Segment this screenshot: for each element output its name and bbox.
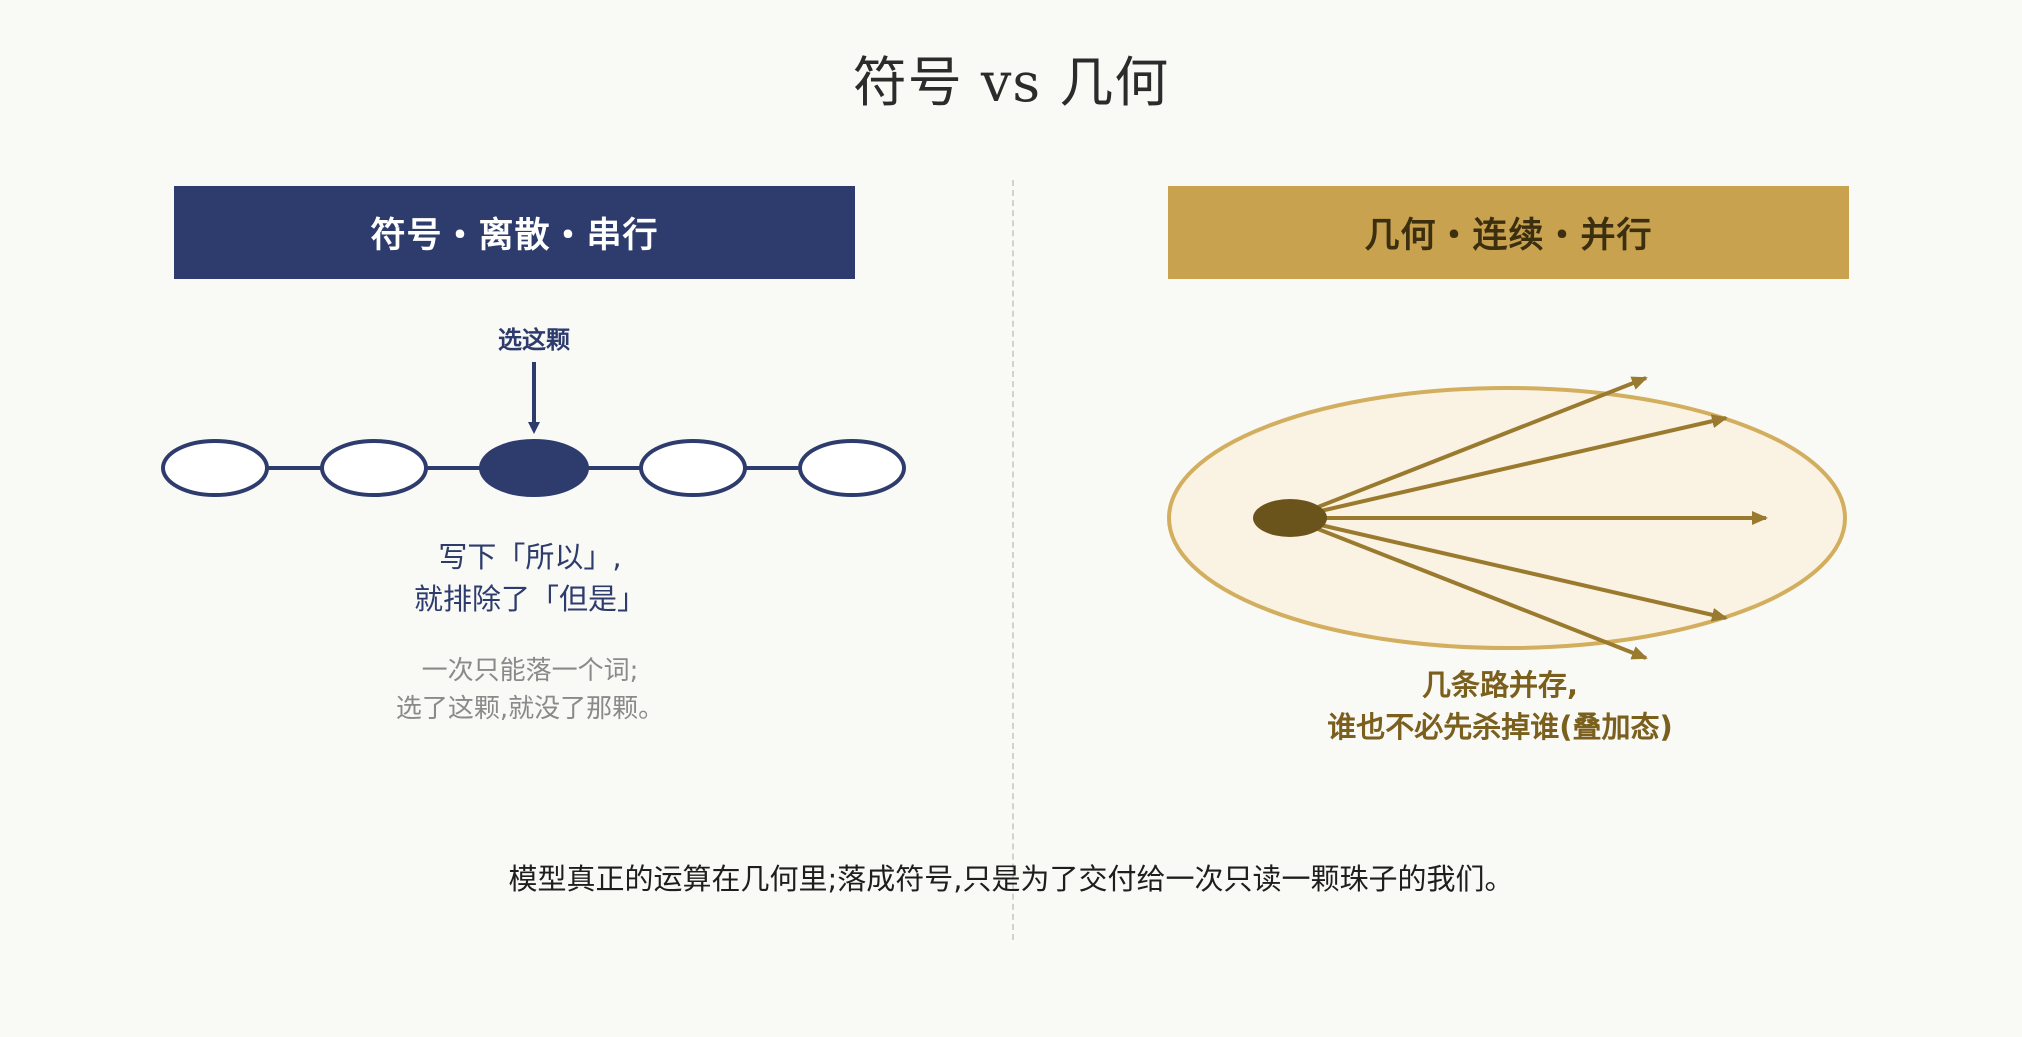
path-arrow-4 [1289, 516, 1728, 622]
symbol-note-line1: 一次只能落一个词; [421, 656, 639, 686]
symbol-caption: 写下「所以」, 就排除了「但是」 [330, 536, 730, 620]
bead-2 [320, 439, 428, 497]
bead-chain [161, 439, 906, 497]
path-arrow-2 [1289, 414, 1728, 520]
geometry-panel-header: 几何・连续・并行 [1168, 186, 1849, 279]
bead-4 [639, 439, 747, 497]
geometry-caption-line1: 几条路并存, [1421, 668, 1579, 702]
pointer-label: 选这颗 [498, 326, 570, 354]
center-divider [1012, 180, 1014, 940]
geometry-caption-line2: 谁也不必先杀掉谁(叠加态) [1327, 710, 1673, 744]
symbol-note-line2: 选了这颗,就没了那颗。 [395, 694, 665, 724]
symbol-caption-line2: 就排除了「但是」 [413, 582, 646, 616]
page-title: 符号 vs 几何 [852, 51, 1170, 114]
symbol-panel-header: 符号・离散・串行 [174, 186, 855, 279]
bead-1 [161, 439, 269, 497]
origin-point [1253, 499, 1327, 537]
bead-selected [479, 439, 589, 497]
geometry-caption: 几条路并存, 谁也不必先杀掉谁(叠加态) [1250, 664, 1750, 748]
symbol-note: 一次只能落一个词; 选了这颗,就没了那颗。 [330, 652, 730, 728]
geometry-space [1167, 376, 1847, 660]
path-arrow-5 [1289, 516, 1648, 660]
footer-summary: 模型真正的运算在几何里;落成符号,只是为了交付给一次只读一颗珠子的我们。 [508, 862, 1514, 896]
symbol-caption-line1: 写下「所以」, [438, 540, 622, 574]
path-arrow-1 [1289, 376, 1648, 520]
bead-5 [798, 439, 906, 497]
